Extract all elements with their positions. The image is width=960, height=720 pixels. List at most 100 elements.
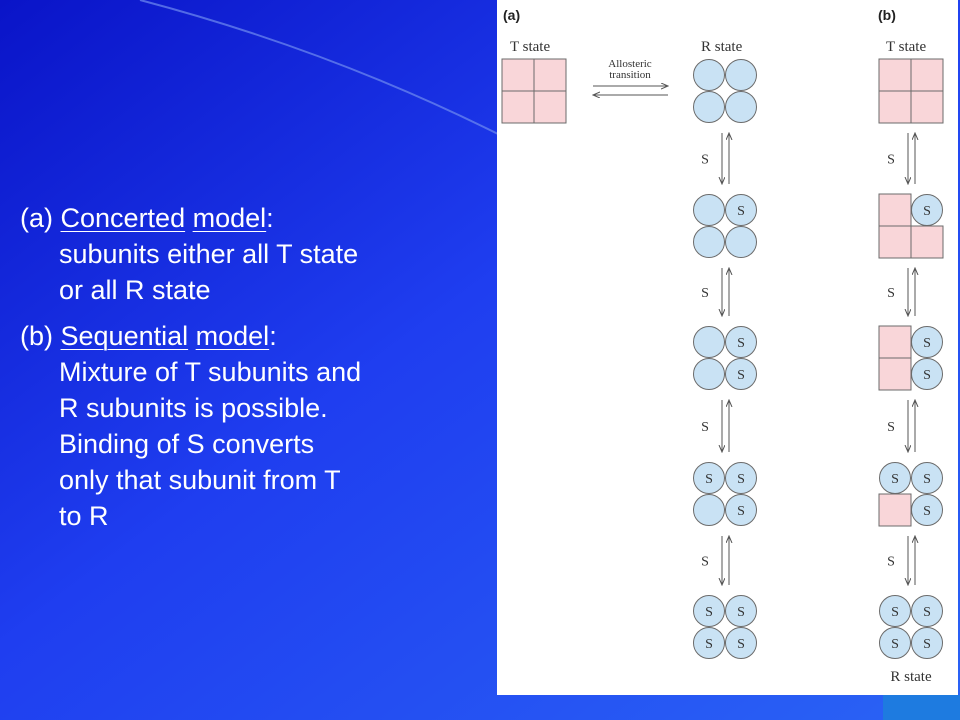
substrate-label: S: [891, 605, 899, 620]
panel-b-label: (b): [878, 7, 896, 23]
substrate-label: S: [737, 637, 745, 652]
model-term: model: [192, 203, 267, 233]
substrate-label: S: [705, 472, 713, 487]
t-subunit: [878, 225, 912, 259]
text-line: to R: [59, 501, 109, 531]
r-subunit: [725, 627, 757, 659]
panel-a-label: (a): [503, 7, 520, 23]
sequential-term: Sequential: [60, 321, 189, 351]
r-subunit: [725, 59, 757, 91]
t-subunit: [878, 193, 912, 227]
r-subunit: [911, 627, 943, 659]
substrate-label: S: [737, 472, 745, 487]
sequential-model-item: (b) Sequential model: Mixture of T subuni…: [20, 318, 490, 534]
r-subunit: [693, 494, 725, 526]
r-subunit: [725, 326, 757, 358]
text-line: Mixture of T subunits and: [59, 357, 362, 387]
substrate-label: S: [737, 204, 745, 219]
allosteric-models-figure: (a) (b) T state R state T state Alloster…: [497, 0, 958, 695]
r-subunit: [693, 59, 725, 91]
t-subunit: [501, 58, 535, 92]
colon: :: [269, 321, 277, 351]
r-subunit: [911, 595, 943, 627]
concerted-model-item: (a) Concerted model:subunits either all …: [20, 200, 490, 308]
substrate-label: S: [923, 204, 931, 219]
text-line: subunits either all T state: [59, 239, 359, 269]
t-state-label: T state: [510, 39, 550, 55]
transition-label-2: transition: [609, 69, 651, 81]
t-subunit: [878, 493, 912, 527]
substrate-label: S: [891, 637, 899, 652]
text-line: or all R state: [59, 275, 211, 305]
text-line: Binding of S converts: [59, 429, 315, 459]
substrate-label: S: [737, 504, 745, 519]
figure-tetramers: S S S S S S S S S S S S S S S S S S S S S S S S S S S S: [501, 58, 944, 659]
r-subunit: [693, 462, 725, 494]
r-subunit: [725, 194, 757, 226]
substrate-label: S: [923, 504, 931, 519]
r-subunit: [693, 194, 725, 226]
r-subunit: [693, 358, 725, 390]
r-subunit: [879, 627, 911, 659]
t-subunit: [533, 90, 567, 124]
r-subunit: [879, 595, 911, 627]
s-arrow-label: S: [887, 286, 895, 301]
slide-text: (a) Concerted model:subunits either all …: [20, 200, 490, 544]
item-b-label: (b): [20, 321, 53, 351]
s-arrow-label: S: [701, 153, 709, 168]
item-a-label: (a): [20, 203, 53, 233]
model-term: model: [195, 321, 270, 351]
s-arrow-label: S: [887, 420, 895, 435]
transition-label-1: Allosteric: [608, 58, 651, 70]
r-subunit: [911, 358, 943, 390]
r-subunit: [725, 226, 757, 258]
s-arrow-label: S: [701, 555, 709, 570]
r-subunit: [725, 595, 757, 627]
s-arrow-label: S: [887, 153, 895, 168]
r-state-b-label: R state: [890, 669, 932, 685]
r-subunit: [693, 627, 725, 659]
substrate-label: S: [737, 605, 745, 620]
text-line: R subunits is possible.: [59, 393, 328, 423]
substrate-label: S: [923, 637, 931, 652]
r-subunit: [725, 91, 757, 123]
r-subunit: [911, 326, 943, 358]
r-subunit: [911, 494, 943, 526]
r-subunit: [693, 595, 725, 627]
substrate-label: S: [923, 605, 931, 620]
substrate-label: S: [923, 368, 931, 383]
substrate-label: S: [737, 336, 745, 351]
substrate-label: S: [737, 368, 745, 383]
t-subunit: [878, 325, 912, 359]
r-subunit: [693, 326, 725, 358]
r-subunit: [693, 91, 725, 123]
text-line: only that subunit from T: [59, 465, 341, 495]
t-subunit: [878, 58, 912, 92]
s-arrow-label: S: [887, 555, 895, 570]
t-state-b-label: T state: [886, 39, 926, 55]
t-subunit: [910, 58, 944, 92]
colon: :: [266, 203, 274, 233]
t-subunit: [910, 90, 944, 124]
r-subunit: [693, 226, 725, 258]
t-subunit: [910, 225, 944, 259]
r-subunit: [725, 494, 757, 526]
t-subunit: [878, 357, 912, 391]
s-arrow-label: S: [701, 420, 709, 435]
substrate-label: S: [705, 637, 713, 652]
figure-svg: (a) (b) T state R state T state Alloster…: [501, 7, 944, 685]
substrate-label: S: [891, 472, 899, 487]
substrate-label: S: [923, 472, 931, 487]
substrate-label: S: [705, 605, 713, 620]
substrate-label: S: [923, 336, 931, 351]
r-subunit: [725, 462, 757, 494]
r-subunit: [911, 462, 943, 494]
t-subunit: [878, 90, 912, 124]
t-subunit: [501, 90, 535, 124]
slide-corner-bar: [883, 695, 960, 720]
t-subunit: [533, 58, 567, 92]
r-state-label: R state: [701, 39, 743, 55]
r-subunit: [725, 358, 757, 390]
s-arrow-label: S: [701, 286, 709, 301]
